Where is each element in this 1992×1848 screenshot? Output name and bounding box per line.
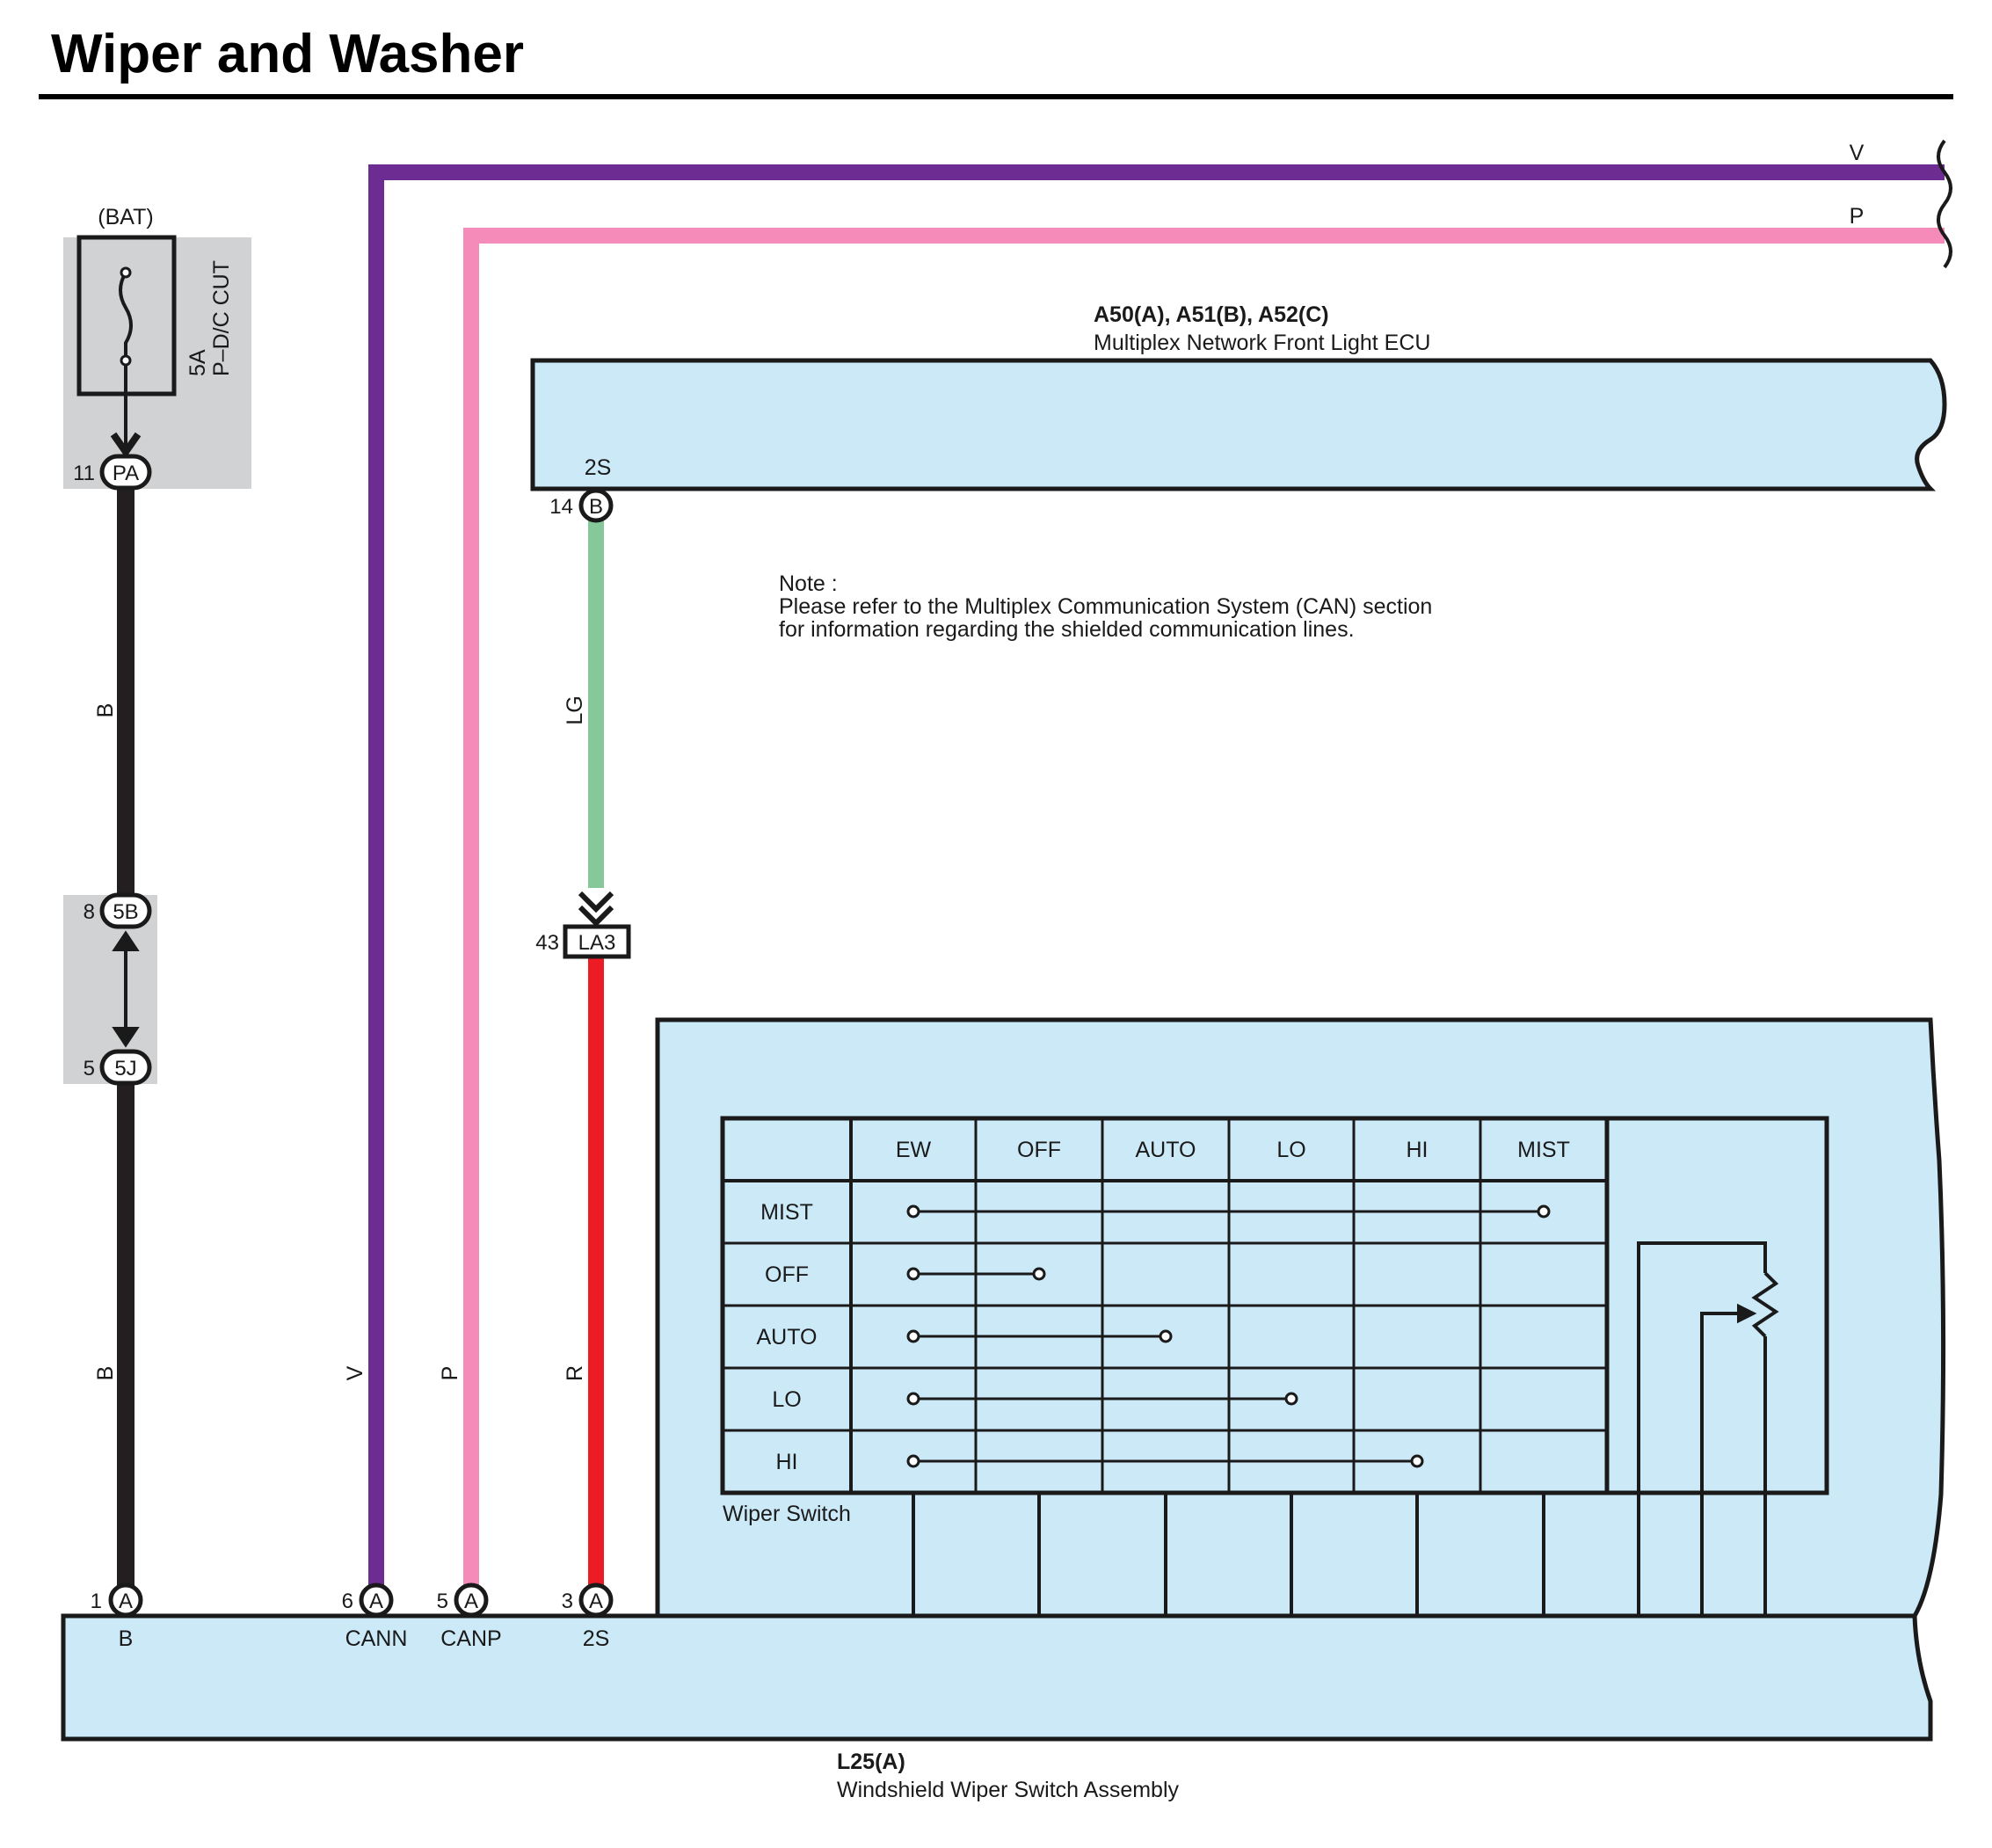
wire-v-break-icon: [1937, 139, 1952, 206]
switch-output-leads: [912, 1493, 1545, 1616]
assembly-name: Windshield Wiper Switch Assembly: [837, 1778, 1180, 1802]
row-label-hi: HI: [776, 1450, 798, 1474]
pin-1-number: 1: [91, 1590, 102, 1613]
col-header-hi: HI: [1407, 1138, 1429, 1162]
wire-v: [368, 164, 1945, 1595]
pin-6-number: 6: [342, 1590, 353, 1613]
pin-3-terminal: 2S: [583, 1626, 610, 1651]
ecu-code: A50(A), A51(B), A52(C): [1094, 302, 1329, 327]
junction-arrow-up-icon: [112, 930, 140, 951]
la3-arrow-icon: [578, 891, 614, 928]
switch-contact-auto-end: [1159, 1329, 1173, 1343]
fuse-icon: [119, 271, 133, 360]
note-line-1: Note :: [779, 571, 838, 596]
potentiometer-icon: [1637, 1241, 1779, 1616]
switch-contact-hi-start: [906, 1454, 920, 1468]
pin-5-terminal: CANP: [440, 1626, 501, 1651]
fuse-name-label: P–D/C CUT: [209, 260, 234, 376]
pin-3-number: 3: [562, 1590, 573, 1613]
j5b-label: 5B: [113, 900, 138, 924]
switch-contact-mist-end: [1537, 1204, 1551, 1219]
fuse-arrow-icon: [110, 432, 142, 458]
fuse-box-shading: [63, 237, 251, 489]
wire-p-label: P: [438, 1366, 462, 1381]
ecu-pin-connector: B: [589, 495, 603, 519]
connector-pin-5: [454, 1582, 489, 1618]
wire-p: [463, 228, 1945, 1595]
power-source-label: (BAT): [98, 205, 153, 229]
pa-pin-number: 11: [73, 462, 95, 485]
connector-pin-1: [108, 1582, 143, 1618]
row-label-mist: MIST: [760, 1200, 813, 1225]
la3-label: LA3: [578, 931, 616, 955]
pin-5-connector: A: [464, 1590, 478, 1613]
switch-assembly-body: [61, 1017, 1946, 1742]
wire-v-label: V: [343, 1365, 367, 1380]
junction-arrow-down-icon: [112, 1027, 140, 1048]
page-title: Wiper and Washer: [51, 24, 525, 84]
pin-6-terminal: CANN: [345, 1626, 408, 1651]
wire-b-label-lower: B: [93, 1366, 118, 1381]
la3-pin-number: 43: [535, 931, 559, 955]
ecu-pin-number: 14: [549, 495, 573, 519]
col-header-mist: MIST: [1517, 1138, 1570, 1162]
j5b-pin-number: 8: [84, 900, 95, 924]
row-label-lo: LO: [772, 1387, 801, 1412]
switch-contact-lo-end: [1284, 1392, 1298, 1406]
fuse-rating-label: 5A: [185, 349, 210, 376]
connector-5b: [99, 892, 152, 929]
pin-3-connector: A: [589, 1590, 603, 1613]
col-header-ew: EW: [896, 1138, 932, 1162]
j5j-label: 5J: [114, 1057, 136, 1080]
connector-pin-3: [578, 1582, 614, 1618]
ecu-name: Multiplex Network Front Light ECU: [1094, 331, 1430, 355]
switch-contact-auto-start: [906, 1329, 920, 1343]
j5j-pin-number: 5: [84, 1057, 95, 1080]
note-line-2: Please refer to the Multiplex Communicat…: [779, 594, 1432, 619]
connector-pa: [99, 454, 152, 491]
wiper-switch-label: Wiper Switch: [723, 1502, 851, 1526]
note-line-3: for information regarding the shielded c…: [779, 617, 1355, 642]
fuse-terminal-top: [120, 266, 132, 279]
row-label-off: OFF: [765, 1262, 809, 1287]
wire-v-label-top: V: [1850, 141, 1865, 165]
fuse-terminal-bottom: [120, 354, 132, 367]
switch-contact-mist-start: [906, 1204, 920, 1219]
pin-5-number: 5: [437, 1590, 448, 1613]
wire-lg-label: LG: [563, 695, 587, 724]
wire-r-label: R: [563, 1365, 587, 1381]
pin-1-connector: A: [119, 1590, 133, 1613]
ecu-terminal-label: 2S: [585, 455, 612, 480]
wire-p-label-top: P: [1850, 204, 1865, 229]
switch-contact-off-end: [1032, 1267, 1046, 1281]
col-header-lo: LO: [1276, 1138, 1305, 1162]
wire-b-label-upper: B: [93, 703, 118, 718]
pin-1-terminal: B: [119, 1626, 134, 1651]
switch-contact-lo-start: [906, 1392, 920, 1406]
switch-contact-off-start: [906, 1267, 920, 1281]
connector-la3: [563, 924, 631, 959]
pin-6-connector: A: [369, 1590, 383, 1613]
wiper-switch-table: [720, 1116, 1829, 1495]
assembly-code: L25(A): [837, 1750, 905, 1774]
connector-ecu-b: [578, 488, 614, 523]
connector-5j: [99, 1049, 152, 1086]
row-label-auto: AUTO: [757, 1325, 818, 1350]
pa-label: PA: [113, 462, 139, 485]
col-header-off: OFF: [1017, 1138, 1061, 1162]
switch-contact-hi-end: [1410, 1454, 1424, 1468]
wire-p-break-icon: [1937, 202, 1952, 269]
connector-pin-6: [359, 1582, 394, 1618]
ecu-body: [530, 358, 1947, 491]
col-header-auto: AUTO: [1136, 1138, 1196, 1162]
